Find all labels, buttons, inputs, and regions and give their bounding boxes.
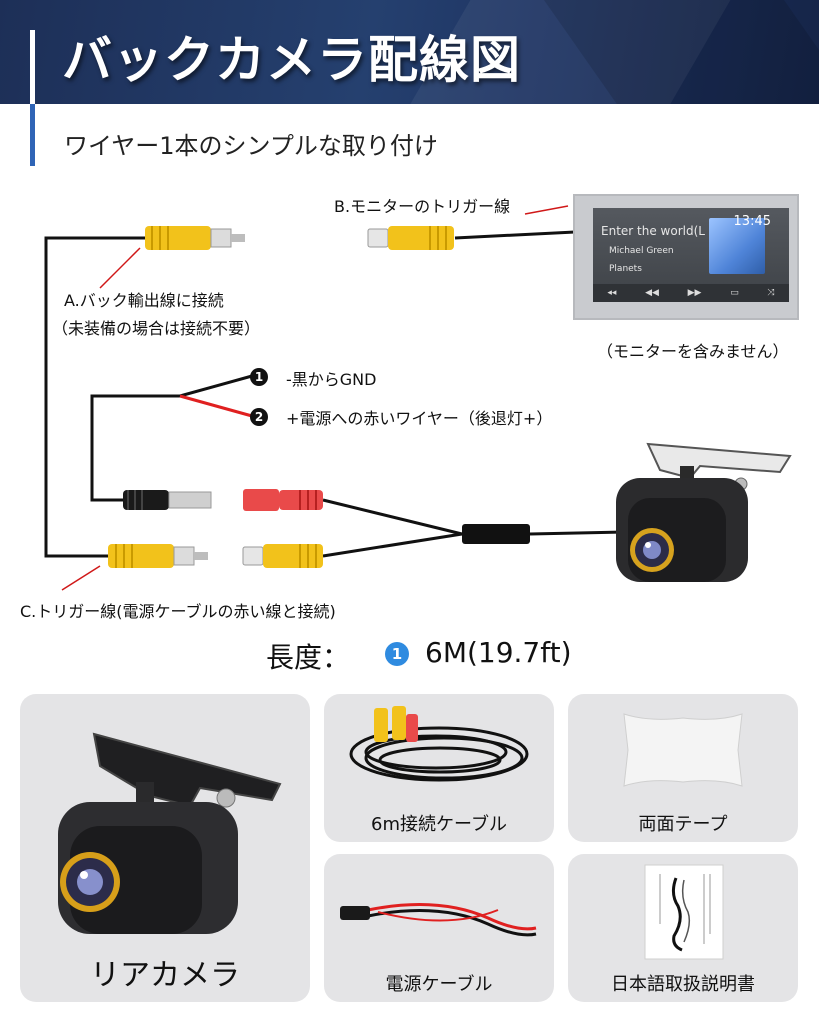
item-label: 日本語取扱説明書 xyxy=(611,974,755,995)
rca-connector-c xyxy=(108,544,208,568)
cable-icon xyxy=(349,706,529,782)
wire2-label: +電源への赤いワイヤー（後退灯+） xyxy=(286,409,553,428)
wire1-label: -黒からGND xyxy=(286,370,377,389)
header-accent-bar xyxy=(30,30,35,104)
wire2-badge: 2 xyxy=(250,408,268,426)
monitor-illustration: 13:45 Enter the world(L Michael Green Pl… xyxy=(573,194,799,320)
item-label: リアカメラ xyxy=(90,958,240,993)
item-card-power-cable: 電源ケーブル xyxy=(324,854,554,1002)
screen-time: 13:45 xyxy=(733,214,771,229)
item-card-cable: 6m接続ケーブル xyxy=(324,694,554,842)
wire1-badge: 1 xyxy=(250,368,268,386)
screen-text: Enter the world(L xyxy=(601,224,705,238)
screen-controls: ◂◂◀◀▶▶▭⤨ xyxy=(593,284,789,302)
label-c: C.トリガー線(電源ケーブルの赤い線と接続) xyxy=(20,602,336,621)
page-title: バックカメラ配線図 xyxy=(62,30,521,89)
album-art xyxy=(709,218,765,274)
page-subtitle: ワイヤー1本のシンプルな取り付け xyxy=(64,132,438,160)
item-label: 電源ケーブル xyxy=(385,974,493,995)
rca-connector-a xyxy=(145,226,245,250)
tape-icon xyxy=(623,713,743,787)
screen-text: Planets xyxy=(609,264,642,274)
manual-icon xyxy=(644,864,724,960)
rca-connector-camera xyxy=(242,544,323,568)
length-label: 長度： xyxy=(266,641,351,674)
rear-camera-icon xyxy=(58,732,282,934)
screen-text: Michael Green xyxy=(609,246,674,256)
subtitle-accent-bar xyxy=(30,104,35,166)
item-card-rear-camera: リアカメラ xyxy=(20,694,310,1002)
monitor-screen: 13:45 Enter the world(L Michael Green Pl… xyxy=(593,208,789,302)
dc-plug-black xyxy=(123,490,212,510)
length-badge: 1 xyxy=(385,642,409,666)
rca-connector-b xyxy=(367,226,454,250)
item-label: 6m接続ケーブル xyxy=(371,814,507,835)
monitor-note: （モニターを含みません） xyxy=(597,342,789,361)
length-value: 6M(19.7ft) xyxy=(425,636,572,669)
item-card-tape: 両面テープ xyxy=(568,694,798,842)
label-b: B.モニターのトリガー線 xyxy=(334,197,511,216)
camera-illustration-small xyxy=(616,442,792,582)
header-banner: バックカメラ配線図 xyxy=(0,0,819,104)
power-cable-icon xyxy=(340,903,537,937)
label-a-line1: A.バック輸出線に接続 xyxy=(64,291,224,310)
item-card-manual: 日本語取扱説明書 xyxy=(568,854,798,1002)
label-a-line2: （未装備の場合は接続不要） xyxy=(52,319,261,338)
wiring-diagram xyxy=(44,205,792,591)
dc-socket-red xyxy=(243,489,323,511)
item-label: 両面テープ xyxy=(638,814,728,835)
